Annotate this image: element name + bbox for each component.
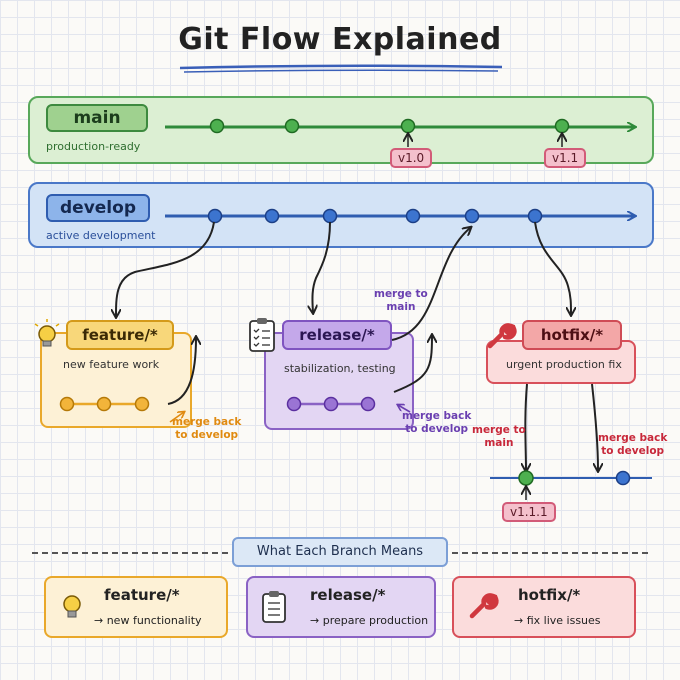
legend-item-hotfix: hotfix/* → fix live issues	[452, 576, 636, 638]
hotfix-description: urgent production fix	[506, 358, 622, 371]
wrench-icon	[469, 593, 499, 619]
main-commit	[400, 118, 416, 134]
develop-commit	[264, 208, 280, 224]
divider	[32, 552, 228, 554]
hotfix-merge-develop-arrow	[591, 383, 598, 470]
clipboard-icon	[262, 591, 286, 623]
page-title: Git Flow Explained	[178, 22, 502, 57]
legend-item-description: → new functionality	[94, 614, 202, 627]
legend-item-label: hotfix/*	[518, 586, 581, 604]
legend-title: What Each Branch Means	[232, 537, 448, 567]
release-merge-main-note: merge to main	[374, 288, 428, 313]
main-commit	[284, 118, 300, 134]
clipboard-icon	[249, 318, 275, 352]
version-tag-v1-1: v1.1	[544, 148, 587, 168]
feature-description: new feature work	[63, 358, 160, 371]
feature-commit	[96, 396, 112, 412]
main-commit	[209, 118, 225, 134]
feature-commit	[134, 396, 150, 412]
wrench-icon	[487, 323, 517, 349]
develop-commit	[464, 208, 480, 224]
develop-commit	[405, 208, 421, 224]
develop-commit	[322, 208, 338, 224]
hotfix-main-commit	[518, 470, 534, 486]
lightbulb-icon	[34, 319, 60, 347]
legend-item-description: → prepare production	[310, 614, 429, 627]
hotfix-merge-main-arrow	[525, 383, 527, 470]
hotfix-branch-arrow	[534, 221, 571, 314]
feature-branch-arrow	[116, 221, 215, 316]
feature-branch-tag: feature/*	[66, 320, 174, 350]
version-tag-v1-1-1: v1.1.1	[502, 502, 556, 522]
develop-commit	[527, 208, 543, 224]
version-tag-v1-0: v1.0	[390, 148, 433, 168]
develop-subtitle: active development	[46, 229, 156, 242]
hotfix-branch-tag: hotfix/*	[522, 320, 622, 350]
release-commit	[323, 396, 339, 412]
main-commit	[554, 118, 570, 134]
legend-item-label: feature/*	[104, 586, 180, 604]
release-branch-arrow	[312, 221, 331, 312]
lightbulb-icon	[63, 595, 81, 618]
feature-merge-note: merge back to develop	[172, 416, 242, 441]
release-merge-arrow	[393, 336, 432, 393]
hotfix-merge-develop-note: merge back to develop	[598, 432, 668, 457]
develop-commit	[207, 208, 223, 224]
release-merge-develop-note: merge back to develop	[402, 410, 472, 435]
legend-item-release: release/* → prepare production	[246, 576, 436, 638]
main-subtitle: production-ready	[46, 140, 141, 153]
legend-item-description: → fix live issues	[514, 614, 601, 627]
feature-commit	[59, 396, 75, 412]
release-commit	[360, 396, 376, 412]
divider	[452, 552, 648, 554]
release-branch-tag: release/*	[282, 320, 392, 350]
main-branch-tag: main	[46, 104, 148, 132]
release-merge-arrow	[391, 228, 470, 341]
feature-merge-arrow	[167, 338, 196, 405]
title-underline	[179, 64, 503, 73]
hotfix-develop-commit	[615, 470, 631, 486]
develop-branch-tag: develop	[46, 194, 150, 222]
hotfix-merge-main-note: merge to main	[472, 424, 526, 449]
release-description: stabilization, testing	[284, 362, 396, 375]
legend-item-feature: feature/* → new functionality	[44, 576, 228, 638]
legend-item-label: release/*	[310, 586, 386, 604]
release-commit	[286, 396, 302, 412]
